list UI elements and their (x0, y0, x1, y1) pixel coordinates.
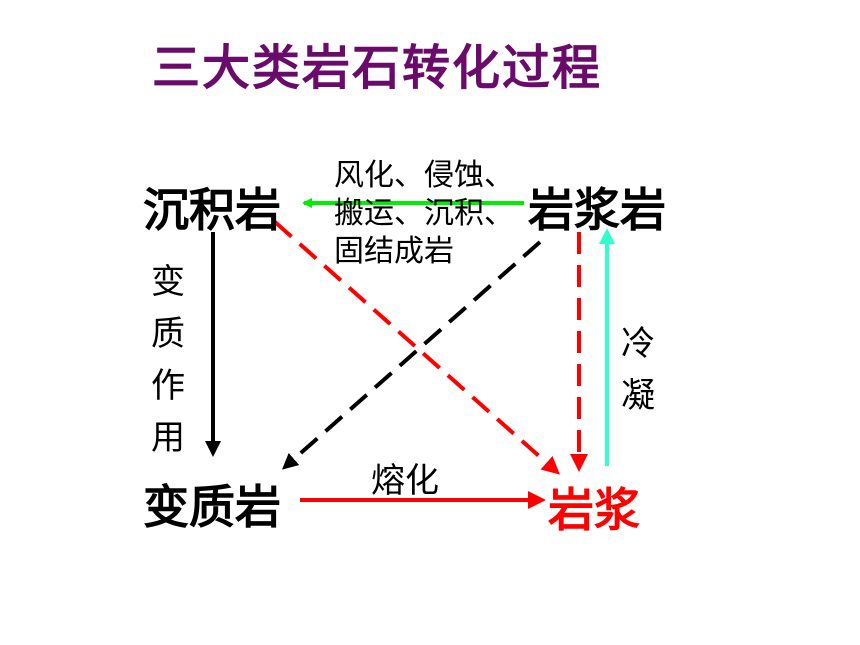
node-magma: 岩浆 (548, 483, 640, 537)
label-cooling: 冷凝 (621, 324, 655, 416)
page-title: 三大类岩石转化过程 (152, 40, 603, 96)
node-metamorphic-rock: 变质岩 (143, 480, 281, 534)
label-metamorphism: 变质作用 (151, 262, 185, 458)
label-weathering: 风化、侵蚀、搬运、沉积、固结成岩 (334, 158, 514, 269)
node-igneous-rock: 岩浆岩 (528, 183, 666, 237)
label-melting: 熔化 (371, 461, 439, 501)
arrow-igneous-to-metamorphic (282, 240, 542, 470)
node-sedimentary-rock: 沉积岩 (143, 183, 281, 237)
arrow-sedimentary-to-magma (273, 220, 560, 475)
